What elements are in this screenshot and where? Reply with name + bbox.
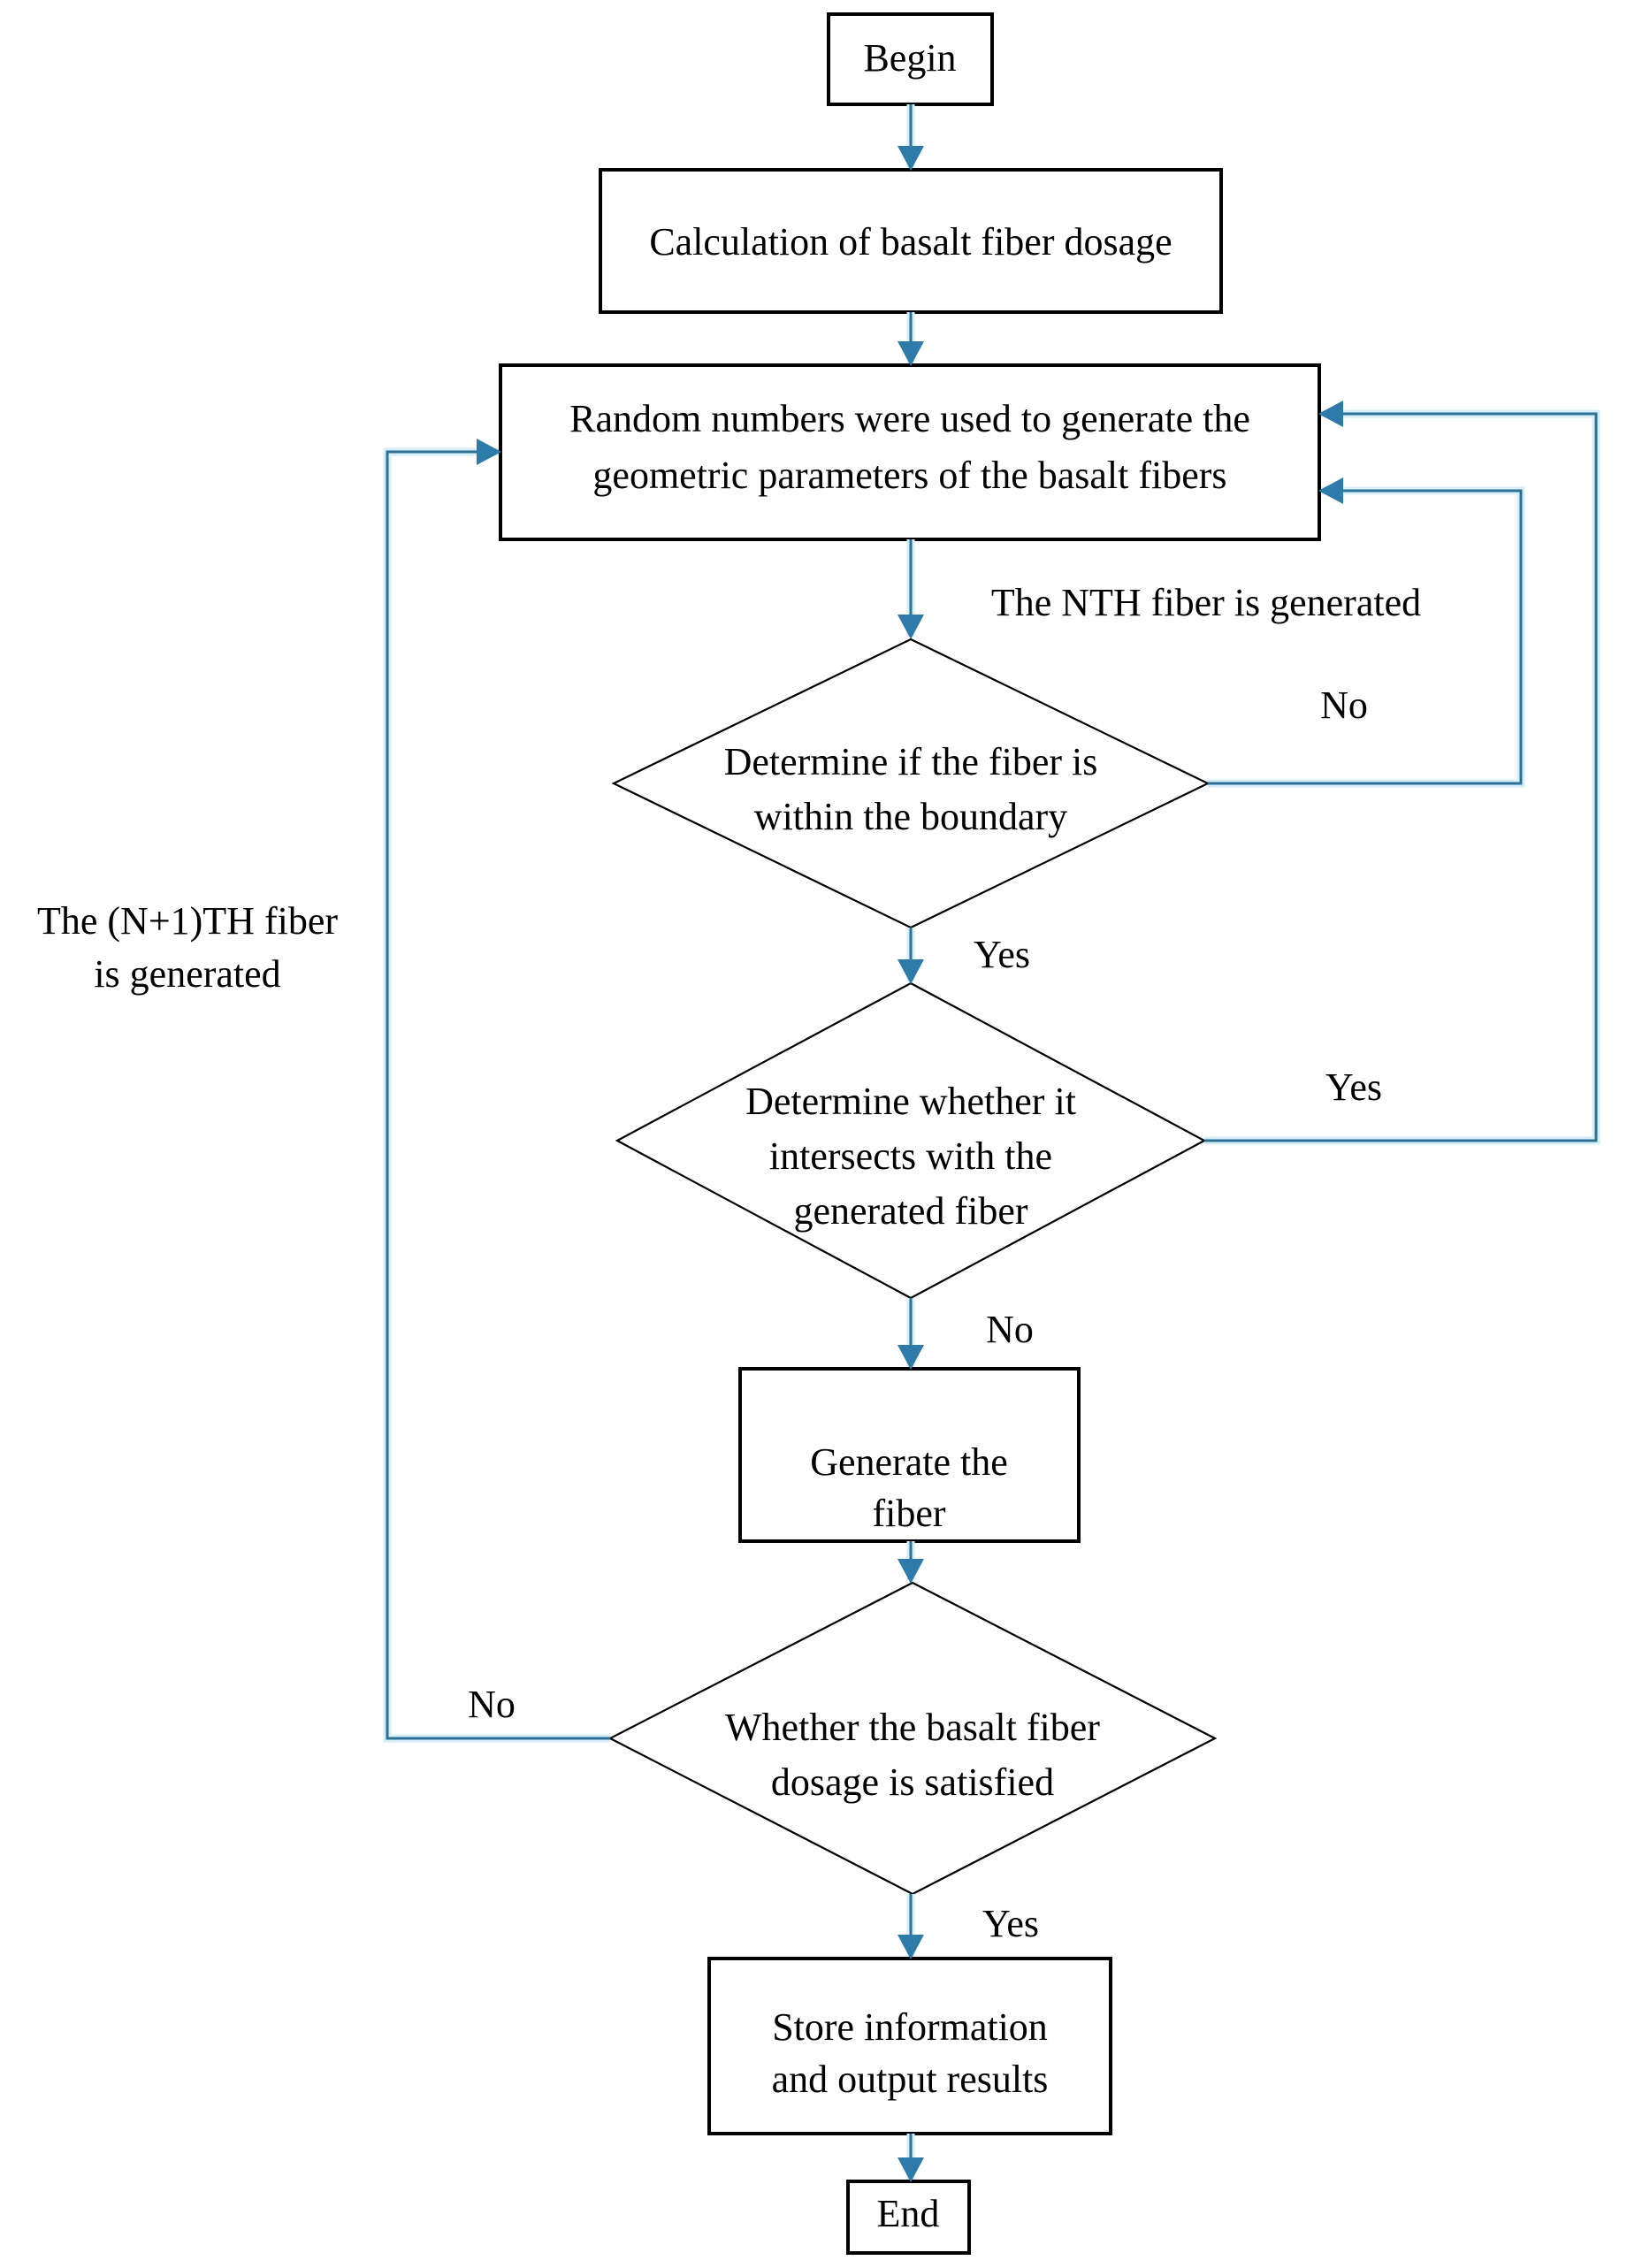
node-generate-fiber	[738, 1367, 1081, 1543]
node-store-output-text-0: Store information	[772, 2005, 1048, 2049]
loop-boundary-no-to-random	[1208, 489, 1523, 785]
node-check-dosage-text-1: dosage is satisfied	[771, 1760, 1054, 1804]
label-nth-fiber-generated: The NTH fiber is generated	[991, 581, 1421, 624]
loop-dosage-no-to-random	[386, 450, 610, 1740]
node-store-output	[707, 1957, 1112, 2135]
edge-calc-random-arrowhead-icon	[898, 341, 924, 366]
label-dosage-yes: Yes	[982, 1902, 1039, 1945]
edge-begin-calc-arrowhead-icon	[898, 146, 924, 171]
edge-random-boundary-arrowhead-icon	[898, 615, 924, 639]
node-random-parameters	[499, 363, 1321, 541]
label-boundary-no: No	[1320, 683, 1368, 727]
loop-intersect-yes-to-random	[1204, 412, 1598, 1142]
node-begin-text-0: Begin	[863, 36, 956, 80]
edge-dosage-yes-store-arrowhead-icon	[898, 1935, 924, 1959]
label-intersect-no: No	[986, 1308, 1034, 1351]
node-check-boundary-text-0: Determine if the fiber is	[724, 740, 1098, 783]
loop-intersect-yes-to-random-arrowhead-icon	[1318, 401, 1343, 427]
label-intersect-yes: Yes	[1325, 1065, 1382, 1109]
label-n-plus-1-fiber-line1: The (N+1)TH fiber	[37, 899, 338, 943]
node-random-parameters-text-0: Random numbers were used to generate the	[569, 397, 1250, 440]
loop-boundary-no-to-random-arrowhead-icon	[1318, 477, 1343, 504]
node-check-dosage-text-0: Whether the basalt fiber	[725, 1706, 1100, 1749]
label-n-plus-1-fiber-line2: is generated	[94, 952, 280, 996]
label-dosage-no: No	[468, 1683, 516, 1726]
node-generate-fiber-text-1: fiber	[872, 1492, 945, 1535]
node-calc-dosage-text-0: Calculation of basalt fiber dosage	[649, 220, 1172, 263]
label-boundary-yes: Yes	[974, 933, 1030, 976]
node-check-intersect-text-2: generated fiber	[793, 1189, 1027, 1233]
edge-store-end-arrowhead-icon	[898, 2157, 924, 2182]
loop-dosage-no-to-random-halo	[383, 447, 610, 1743]
node-end	[846, 2180, 971, 2255]
node-random-parameters-text-1: geometric parameters of the basalt fiber…	[592, 454, 1226, 497]
node-end-text-0: End	[877, 2192, 940, 2235]
node-begin	[827, 12, 994, 106]
node-check-intersect-text-1: intersects with the	[769, 1134, 1052, 1178]
edge-generate-dosage-arrowhead-icon	[898, 1559, 924, 1584]
node-check-boundary-text-1: within the boundary	[754, 795, 1067, 838]
loop-dosage-no-to-random-arrowhead-icon	[477, 439, 501, 465]
node-generate-fiber-text-0: Generate the	[810, 1440, 1008, 1484]
edge-intersect-no-generate-arrowhead-icon	[898, 1345, 924, 1370]
node-calc-dosage	[599, 168, 1223, 314]
node-store-output-text-1: and output results	[772, 2058, 1049, 2101]
edge-boundary-yes-intersect-arrowhead-icon	[898, 959, 924, 984]
node-check-intersect-text-0: Determine whether it	[745, 1080, 1076, 1123]
